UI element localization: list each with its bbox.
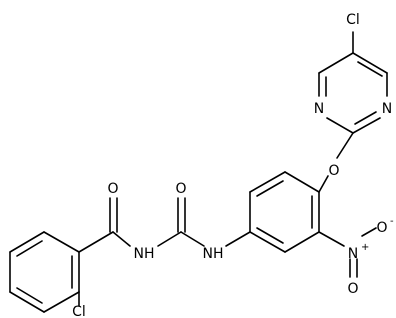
bond-ring2-d bbox=[249, 231, 286, 253]
bond-ring3-b bbox=[9, 231, 45, 253]
bond-pyr-c5-c6 bbox=[352, 52, 388, 74]
atom-nh-left: NH bbox=[134, 246, 155, 262]
atom-o-nitro-side: O bbox=[376, 220, 387, 236]
bond-ring3-d-inner bbox=[16, 287, 43, 304]
bond-ring3-d bbox=[9, 291, 45, 313]
atom-labels: Cl N N O O O NH NH N + O - O Cl bbox=[72, 12, 394, 318]
atom-cl-top: Cl bbox=[346, 12, 360, 28]
bond-pyr-n3-c2 bbox=[326, 117, 354, 134]
bond-o-ring bbox=[318, 175, 329, 193]
bond-ring2-b bbox=[249, 171, 286, 193]
bonds bbox=[9, 31, 388, 313]
bond-pyr-c4-c6-inner bbox=[357, 61, 383, 77]
atom-n-nitro: N bbox=[348, 246, 358, 262]
bond-pyr-n1-c2-inner bbox=[354, 111, 377, 125]
atom-o-ether: O bbox=[328, 163, 339, 179]
atom-o-carbonyl-mid: O bbox=[175, 181, 186, 197]
bond-ring3-b-inner bbox=[16, 240, 43, 257]
bond-ring3-a bbox=[43, 231, 80, 253]
bond-pyr-c5-c4 bbox=[318, 52, 354, 74]
atom-n-pyrimidine-right: N bbox=[382, 101, 392, 117]
bond-ring2-d-inner bbox=[256, 227, 284, 244]
atom-nh-right: NH bbox=[203, 246, 224, 262]
bond-ring3-e bbox=[43, 291, 80, 313]
charge-plus-nitro: + bbox=[361, 242, 369, 253]
bond-c-nh-left bbox=[157, 231, 182, 247]
bond-nh-right-c bbox=[180, 231, 205, 247]
atom-o-nitro-bottom: O bbox=[347, 281, 358, 297]
atom-n-pyrimidine-left: N bbox=[314, 101, 324, 117]
bond-ring-nitro-n bbox=[318, 231, 345, 247]
bond-ring2-e bbox=[284, 231, 320, 253]
bond-ring2-a bbox=[284, 171, 320, 193]
bond-nitro-o-side bbox=[361, 227, 377, 237]
bond-pyr-n1-c2 bbox=[352, 117, 381, 134]
bond-nh-left-c bbox=[112, 231, 131, 247]
atom-cl-bottom: Cl bbox=[72, 304, 86, 318]
bond-pyr-c2-o bbox=[336, 132, 354, 159]
charge-minus-nitro: - bbox=[390, 216, 394, 227]
atom-o-carbonyl-left: O bbox=[107, 181, 118, 197]
bond-benzoyl-ring bbox=[78, 231, 114, 253]
bond-ring-nh-right bbox=[225, 231, 251, 247]
bond-ring2-b-inner bbox=[256, 180, 284, 197]
